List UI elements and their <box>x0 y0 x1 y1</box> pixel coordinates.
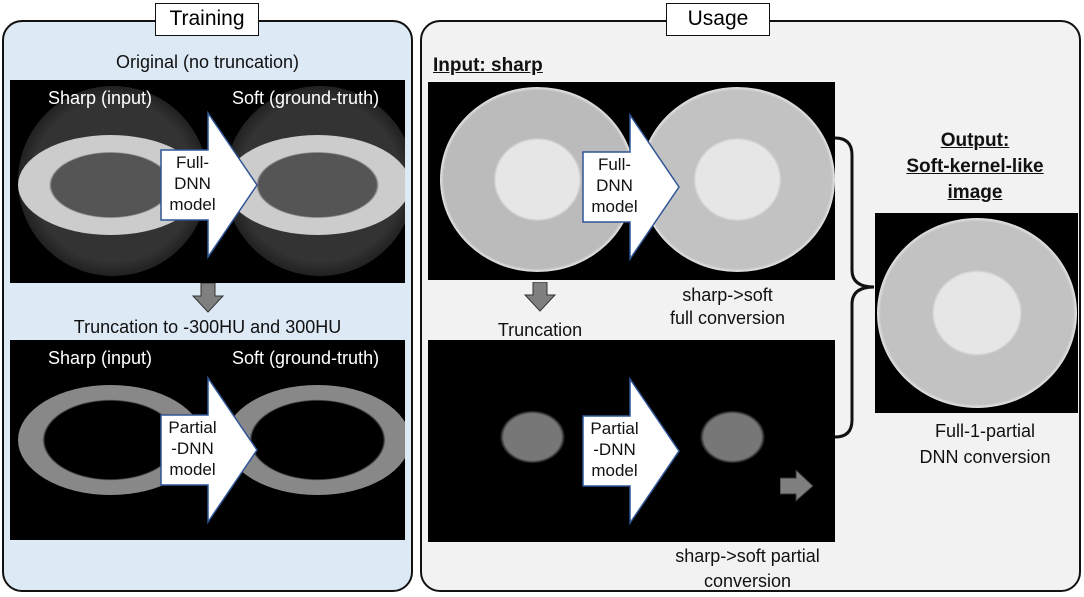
soft-ground-truth-label-2: Soft (ground-truth) <box>232 348 380 368</box>
full-dnn-arrow-icon <box>160 110 258 260</box>
down-arrow-icon <box>192 283 224 313</box>
truncation-heading: Truncation to -300HU and 300HU <box>73 317 342 337</box>
sharp-input-label: Sharp (input) <box>48 88 153 108</box>
usage-full-dnn-arrow-icon <box>582 112 680 262</box>
original-heading: Original (no truncation) <box>115 52 300 72</box>
truncation-label: Truncation <box>497 320 583 340</box>
input-heading: Input: sharp <box>433 55 543 76</box>
partial-dnn-arrow-icon <box>160 375 258 525</box>
usage-partial-dnn-arrow-icon <box>582 376 680 526</box>
training-title: Training <box>155 3 259 36</box>
soft-ground-truth-label: Soft (ground-truth) <box>232 88 380 108</box>
merge-bracket <box>834 136 875 439</box>
output-image <box>875 213 1078 413</box>
training-truncated-image: Sharp (input) Soft (ground-truth) <box>10 340 405 540</box>
sharp-input-label-2: Sharp (input) <box>48 348 153 368</box>
usage-title: Usage <box>666 3 770 36</box>
truncation-down-arrow-icon <box>524 282 556 312</box>
small-right-arrow-icon <box>780 470 814 502</box>
